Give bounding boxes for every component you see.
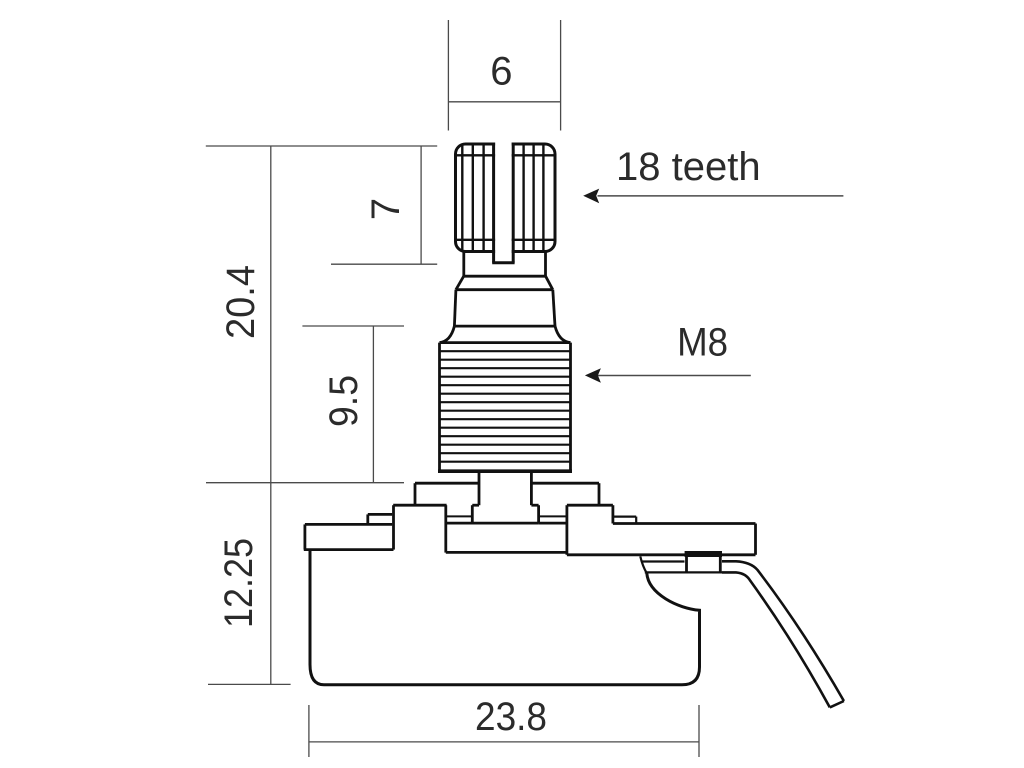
svg-text:23.8: 23.8 [475,695,547,739]
svg-text:9.5: 9.5 [322,375,366,427]
svg-text:18 teeth: 18 teeth [616,145,761,189]
svg-text:M8: M8 [677,321,728,365]
svg-text:7: 7 [364,198,408,220]
svg-text:20.4: 20.4 [219,265,263,339]
svg-text:6: 6 [490,50,512,94]
svg-text:12.25: 12.25 [217,538,261,628]
